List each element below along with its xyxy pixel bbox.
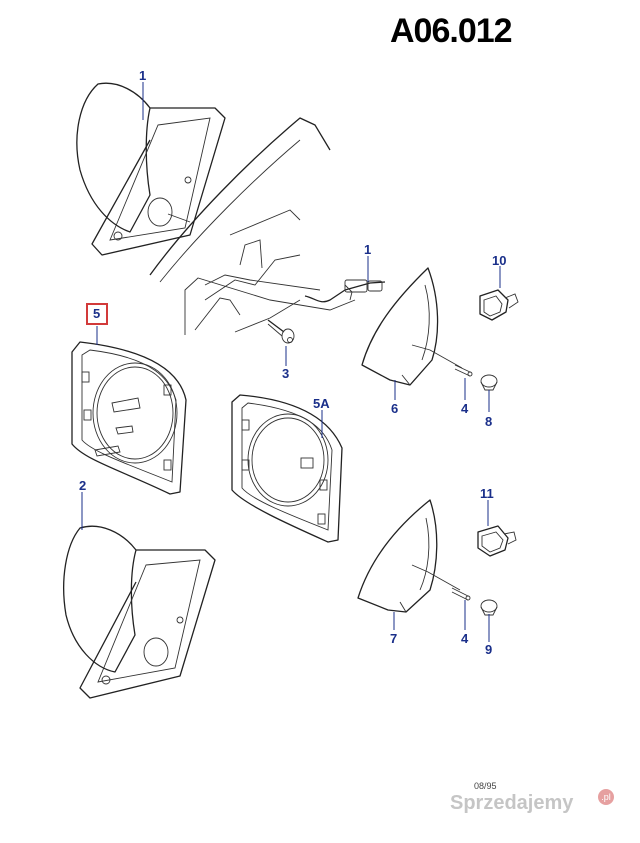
date-code: 08/95: [474, 781, 497, 791]
part-11: [477, 525, 517, 557]
screw-3: [267, 319, 295, 344]
mirror-glass-5a: [231, 394, 343, 543]
door-frame: [149, 117, 386, 335]
screw-4-top: [454, 364, 473, 377]
callout-6: 6: [391, 401, 399, 416]
callout-9: 9: [485, 642, 493, 657]
callout-5a: 5A: [313, 396, 330, 411]
callout-5-highlight-box: [86, 303, 108, 325]
callout-1-top: 1: [139, 68, 147, 83]
part-10: [479, 289, 519, 321]
callout-5: 5: [93, 306, 101, 321]
callout-7: 7: [390, 631, 398, 646]
callout-11: 11: [480, 486, 494, 501]
screw-4-bottom: [451, 587, 471, 601]
callout-4-top: 4: [461, 401, 469, 416]
cap-8: [480, 374, 498, 391]
cap-9: [480, 599, 498, 616]
callout-10: 10: [492, 253, 507, 268]
diagram-title: A06.012: [390, 12, 513, 50]
callout-4-bottom: 4: [461, 631, 469, 646]
mirror-glass-5: [71, 341, 187, 495]
callout-8: 8: [485, 414, 493, 429]
watermark-badge: .pl: [598, 789, 614, 805]
callout-3: 3: [282, 366, 290, 381]
watermark: Sprzedajemy: [450, 792, 574, 814]
mirror-assembly-top: [76, 82, 226, 256]
mirror-assembly-bottom: [63, 525, 216, 699]
callout-1-connector: 1: [364, 242, 372, 257]
cover-7: [357, 499, 461, 613]
callout-2: 2: [79, 478, 87, 493]
cover-6: [361, 267, 463, 386]
leader-lines: [81, 82, 501, 642]
